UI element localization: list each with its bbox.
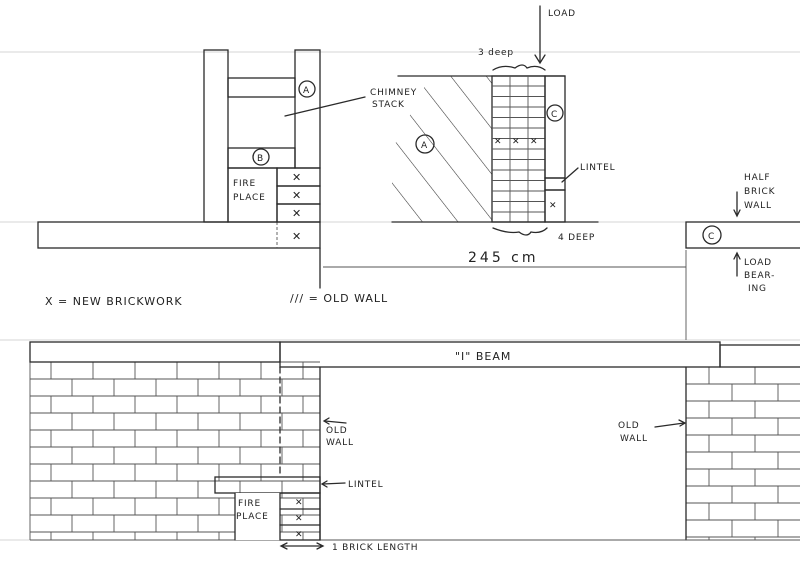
fireplace-opening xyxy=(235,493,280,540)
marker-a: A xyxy=(303,86,310,96)
marker-a-circle xyxy=(415,134,435,154)
half-brick-wall: C HALF BRICK WALL LOAD BEAR- ING xyxy=(685,173,800,294)
lintel-label: LINTEL xyxy=(348,480,383,490)
half-brick-label: WALL xyxy=(744,201,772,211)
marker-b: B xyxy=(257,154,264,164)
new-brick-mark: ✕ xyxy=(512,137,520,147)
new-brickwork xyxy=(279,492,321,541)
new-brick-mark: ✕ xyxy=(292,207,302,220)
chimney-band-a xyxy=(227,77,296,98)
depth-bottom-label: 4 DEEP xyxy=(558,233,595,243)
legend-new-brickwork: X = NEW BRICKWORK xyxy=(45,295,183,308)
i-beam-label: "I" BEAM xyxy=(455,350,511,363)
old-wall-hatch xyxy=(392,76,492,222)
chimney-stack-label: CHIMNEY xyxy=(370,88,417,98)
load-label: LOAD xyxy=(548,9,576,19)
leader-line xyxy=(284,96,366,117)
new-brick-mark: ✕ xyxy=(494,137,502,147)
depth-brace-top xyxy=(492,64,546,71)
brick-wall-right xyxy=(685,366,800,540)
fireplace-label: FIRE xyxy=(238,499,261,509)
elevation: "I" BEAM ✕ ✕ ✕ FIRE PLACE OLD WALL OLD W… xyxy=(29,341,800,553)
marker-a-circle xyxy=(298,80,316,98)
new-brick-mark: ✕ xyxy=(295,514,303,524)
marker-c: C xyxy=(708,232,715,242)
load-bearing-label: ING xyxy=(748,284,767,294)
new-brick-mark: ✕ xyxy=(295,498,303,508)
chimney-left-wall xyxy=(203,49,229,223)
dimension-245cm: 245 cm xyxy=(319,247,687,340)
new-brick-mark: ✕ xyxy=(292,230,302,243)
new-brick-mark: ✕ xyxy=(549,201,557,211)
legend-old-wall: /// = OLD WALL xyxy=(290,292,388,305)
load-bearing-label: BEAR- xyxy=(744,271,775,281)
lintel-label: LINTEL xyxy=(580,163,615,173)
chimney-section: ✕ ✕ ✕ ✕ A B FIRE PLACE CHIMNEY STACK xyxy=(37,49,417,249)
new-brick-mark: ✕ xyxy=(292,189,302,202)
legend: X = NEW BRICKWORK /// = OLD WALL xyxy=(45,292,388,308)
new-brick-mark: ✕ xyxy=(292,171,302,184)
fireplace-label: PLACE xyxy=(233,193,266,203)
lintel-small xyxy=(544,177,566,191)
fireplace-label: FIRE xyxy=(233,179,256,189)
half-brick-label: BRICK xyxy=(744,187,776,197)
top-course-right xyxy=(719,344,800,368)
marker-b-circle xyxy=(252,148,270,166)
marker-c: C xyxy=(551,110,558,120)
marker-c-circle xyxy=(546,104,564,122)
half-brick-label: HALF xyxy=(744,173,770,183)
depth-brace-bottom xyxy=(492,227,548,236)
old-wall-label: OLD xyxy=(326,426,347,436)
chimney-stack-label: STACK xyxy=(372,100,405,110)
lintel-leader xyxy=(561,167,579,183)
wall-section: ✕ ✕ ✕ ✕ A C 3 deep LOAD LINTEL 4 DEEP xyxy=(391,5,615,243)
dimension-label: 245 cm xyxy=(468,250,539,266)
i-beam xyxy=(279,341,721,368)
load-bearing-label: LOAD xyxy=(744,258,772,268)
half-brick-hatch xyxy=(544,75,566,179)
brick-wall-left xyxy=(29,361,320,540)
top-course-left xyxy=(29,341,281,363)
brick-length-label: 1 BRICK LENGTH xyxy=(332,543,418,553)
old-wall-label: OLD xyxy=(618,421,639,431)
old-wall-label: WALL xyxy=(326,438,354,448)
marker-a: A xyxy=(421,141,428,151)
fireplace-label: PLACE xyxy=(236,512,269,522)
old-wall-label: WALL xyxy=(620,434,648,444)
new-brick-mark: ✕ xyxy=(295,530,303,540)
lintel xyxy=(214,476,321,494)
depth-top-label: 3 deep xyxy=(478,48,514,58)
new-brick xyxy=(276,203,321,223)
new-brick-mark: ✕ xyxy=(530,137,538,147)
floor-slab xyxy=(37,221,321,249)
